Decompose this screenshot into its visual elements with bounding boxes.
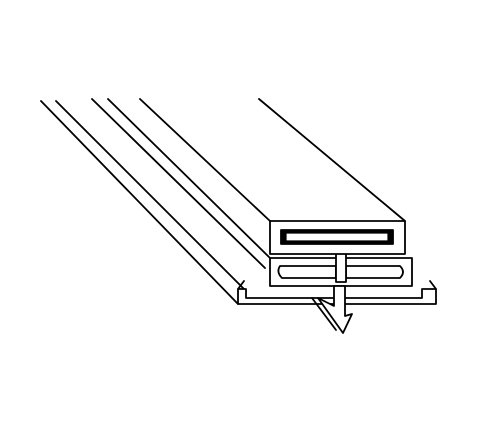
base-outer-edge-line	[40, 100, 239, 305]
left-bellows-loop	[277, 265, 337, 279]
anchor-dart	[317, 285, 353, 334]
base-strip-left-edge	[237, 280, 245, 290]
magnetic-bulb-profile	[269, 220, 406, 255]
gasket-edge-lines	[40, 98, 406, 305]
base-top-edge-line	[55, 100, 245, 290]
base-strip-profile	[237, 280, 437, 305]
magnet-strip-inner	[285, 232, 389, 242]
flange-edge-line	[91, 98, 266, 269]
bulb-top-left-edge-line	[139, 98, 271, 222]
right-bellows-loop	[345, 265, 404, 279]
center-web	[335, 251, 347, 283]
anchor-dart-profile	[311, 285, 353, 334]
bulb-top-right-edge-line	[258, 98, 406, 222]
base-strip-shape	[237, 288, 437, 305]
bulb-lower-edge-line	[107, 98, 271, 259]
base-strip-back-edge	[429, 280, 437, 290]
dart-back-edge	[311, 297, 337, 331]
hinge-bellows-profile	[269, 251, 413, 287]
